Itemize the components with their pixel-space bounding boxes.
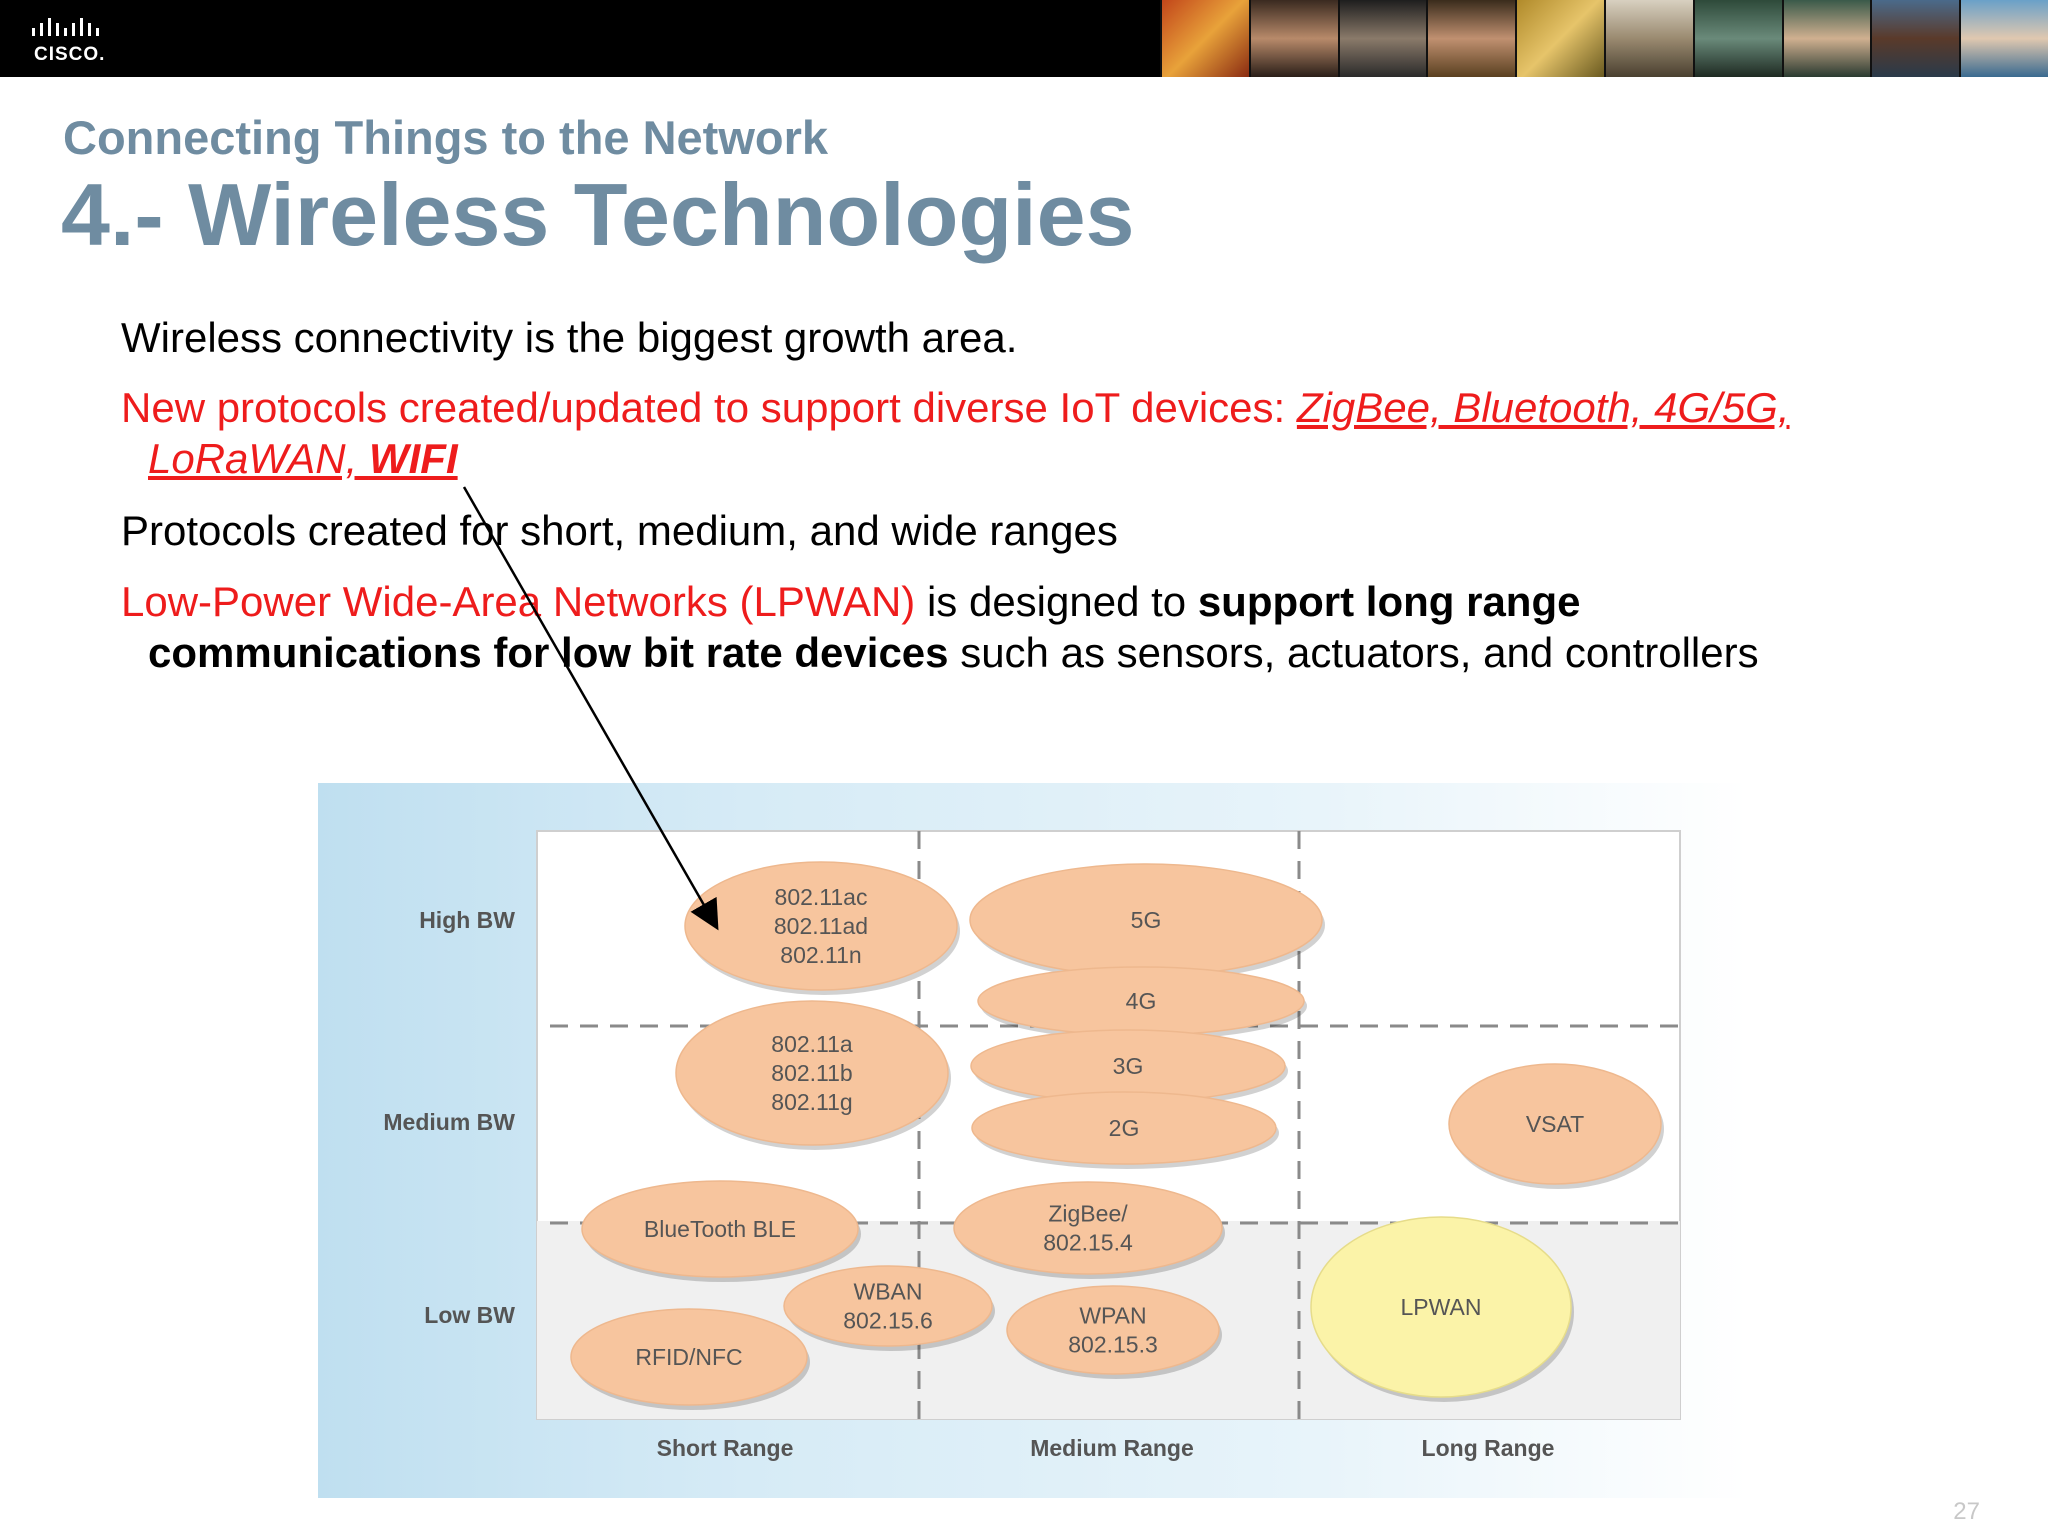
bubble-label: 802.15.3 — [1068, 1332, 1158, 1358]
bullet-protocols: New protocols created/updated to support… — [121, 382, 1790, 484]
y-axis-label: Medium BW — [383, 1109, 515, 1135]
header-photo — [1426, 0, 1516, 77]
bubble-label: 2G — [1109, 1115, 1140, 1141]
bubble-label: 802.11b — [771, 1060, 852, 1086]
bubble-label: 802.11ad — [774, 913, 868, 939]
bubble-label: BlueTooth BLE — [644, 1216, 796, 1242]
y-axis-label: High BW — [419, 907, 515, 933]
bullet-bold-text: support long range — [1197, 578, 1581, 625]
bubble-label: 802.11ac — [775, 884, 868, 910]
bubble-label: ZigBee/ — [1048, 1201, 1128, 1227]
bullet-text: is designed to — [915, 578, 1198, 625]
wifi-link[interactable]: WIFI — [368, 435, 458, 482]
header-photo — [1870, 0, 1960, 77]
protocol-bubble — [581, 1180, 859, 1278]
bullet-text: such as sensors, actuators, and controll… — [948, 629, 1759, 676]
header-photo — [1337, 0, 1427, 77]
protocol-links[interactable]: ZigBee, Bluetooth, 4G/5G, — [1296, 384, 1790, 431]
protocol-bubble — [570, 1308, 808, 1406]
bubble-label: 802.11a — [771, 1031, 853, 1057]
protocol-bubble — [1448, 1063, 1662, 1185]
bubble-label: 4G — [1126, 988, 1157, 1014]
slide-subtitle: Connecting Things to the Network — [63, 111, 829, 164]
bubble-label: WPAN — [1079, 1303, 1146, 1329]
bubble-label: RFID/NFC — [635, 1344, 742, 1370]
bullet-text: New protocols created/updated to support… — [121, 384, 1297, 431]
x-axis-label: Long Range — [1422, 1435, 1555, 1461]
bubble-label: 802.15.4 — [1043, 1230, 1133, 1256]
page-number: 27 — [1953, 1498, 1980, 1525]
bubble-label: 802.11g — [771, 1089, 852, 1115]
protocol-links-line2[interactable]: LoRaWAN, — [148, 435, 369, 482]
protocol-bubble — [675, 1000, 949, 1146]
header-photo — [1248, 0, 1338, 77]
header-photo — [1692, 0, 1782, 77]
cisco-logo: CISCO. — [28, 14, 128, 65]
protocol-bubble — [1006, 1285, 1220, 1375]
slide-title: 4.- Wireless Technologies — [61, 165, 1135, 264]
header-photo — [1515, 0, 1604, 77]
x-axis-label: Short Range — [657, 1435, 794, 1461]
header-bar: CISCO. — [0, 0, 2048, 77]
header-photo — [1781, 0, 1871, 77]
bubble-label: 802.15.6 — [843, 1308, 933, 1334]
bubble-label: 5G — [1131, 907, 1162, 933]
protocol-bubble — [953, 1181, 1223, 1275]
x-axis-label: Medium Range — [1030, 1435, 1194, 1461]
header-photo — [1160, 0, 1249, 77]
header-photo — [1603, 0, 1693, 77]
bubble-label: LPWAN — [1401, 1294, 1482, 1320]
bullet-growth: Wireless connectivity is the biggest gro… — [121, 312, 1017, 363]
cisco-bars-icon — [32, 18, 99, 36]
header-photo-strip — [1160, 0, 2048, 77]
y-axis-label: Low BW — [424, 1302, 515, 1328]
bubble-label: VSAT — [1526, 1111, 1584, 1137]
bubble-label: 3G — [1113, 1053, 1144, 1079]
header-photo — [1959, 0, 2048, 77]
bullet-lpwan: Low-Power Wide-Area Networks (LPWAN) is … — [121, 576, 1759, 678]
protocol-bubble — [1310, 1216, 1572, 1398]
protocol-bubble — [971, 1091, 1277, 1165]
cisco-logo-text: CISCO. — [34, 44, 106, 65]
bubble-label: 802.11n — [780, 942, 861, 968]
bullet-text: Wireless connectivity is the biggest gro… — [121, 314, 1018, 361]
protocol-bubble — [783, 1265, 993, 1347]
bubble-label: WBAN — [854, 1279, 923, 1305]
